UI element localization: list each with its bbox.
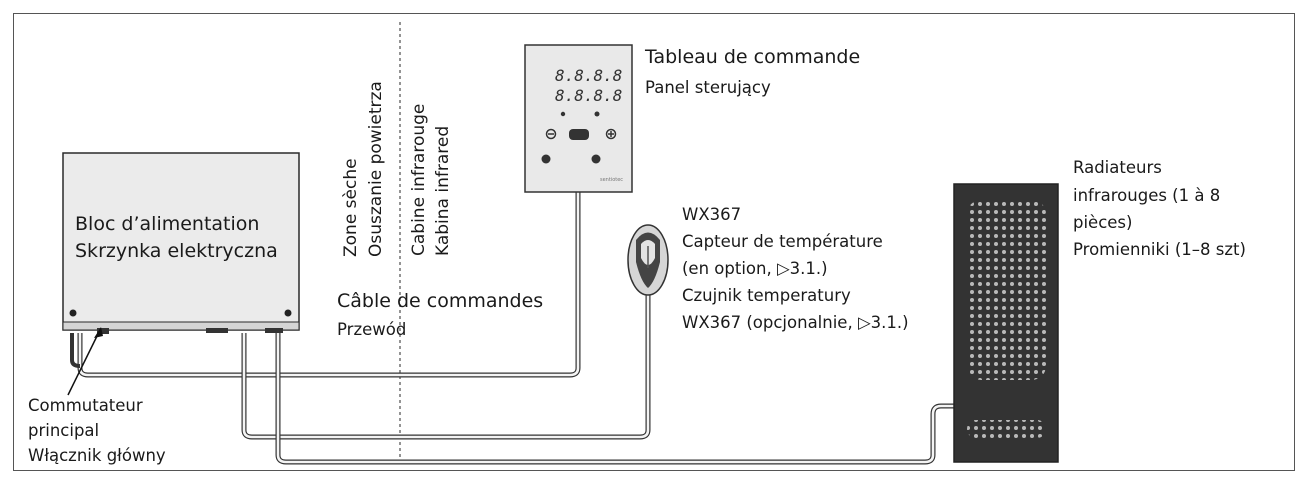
cable-radiator [275, 333, 954, 465]
temperature-sensor [627, 224, 669, 296]
control-panel-label-pl: Panel sterujący [645, 78, 771, 97]
radiator [953, 183, 1059, 463]
cable-main-switch [70, 333, 81, 368]
main-switch-label-fr-2: principal [28, 421, 100, 440]
zone-dry-label-pl: Osuszanie powietrza [366, 81, 386, 257]
sensor-model-label: WX367 [682, 205, 742, 224]
cable-sensor [241, 295, 651, 440]
power-box-label-fr: Bloc d’alimentation [75, 213, 260, 235]
radiator-label-pl: Promienniki (1–8 szt) [1073, 240, 1246, 259]
panel-display-bottom: 8.8.8.8 [555, 86, 622, 105]
sensor-label-fr-1: Capteur de température [682, 232, 883, 251]
control-cable-label-fr: Câble de commandes [337, 290, 544, 312]
panel-brand: sentiotec [600, 177, 623, 183]
zone-dry-label-fr: Zone sèche [341, 158, 361, 257]
radiator-label-fr-2: infrarouges (1 à 8 [1073, 186, 1221, 205]
main-switch-label-fr-1: Commutateur [28, 396, 143, 415]
zone-cabin-label-fr: Cabine infrarouge [409, 103, 429, 256]
radiator-label-fr-3: pièces) [1073, 213, 1133, 232]
radiator-label-fr-1: Radiateurs [1073, 158, 1162, 177]
zone-cabin-label-pl: Kabina infrared [433, 125, 453, 256]
main-switch-label-pl: Włącznik główny [28, 446, 166, 465]
sensor-label-pl-2: WX367 (opcjonalnie, ▷3.1.) [682, 313, 909, 332]
sensor-label-pl-1: Czujnik temperatury [682, 286, 851, 305]
sensor-label-fr-2: (en option, ▷3.1.) [682, 259, 828, 278]
control-cable-label-pl: Przewód [337, 320, 407, 339]
panel-display-top: 8.8.8.8 [555, 66, 622, 85]
control-panel-label-fr: Tableau de commande [645, 46, 861, 68]
power-box [62, 152, 300, 334]
power-box-label-pl: Skrzynka elektryczna [75, 240, 278, 262]
control-panel: 8.8.8.8 8.8.8.8 sentiotec [524, 44, 633, 193]
main-switch-pointer [67, 327, 103, 396]
